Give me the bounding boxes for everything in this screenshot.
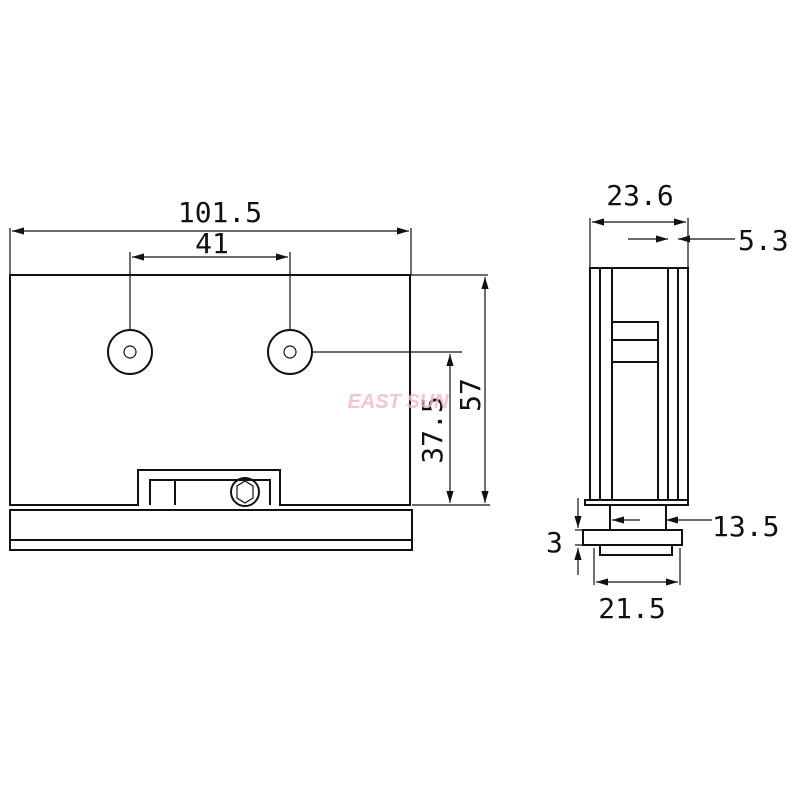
dimension-base-width-label: 21.5 bbox=[598, 592, 665, 625]
side-view: 23.6 5.3 3 13.5 21.5 bbox=[546, 179, 789, 625]
dimension-hole-height-label: 37.5 bbox=[416, 396, 449, 463]
screw-hole-left bbox=[107, 329, 153, 375]
side-body-outline bbox=[589, 267, 689, 501]
side-inner-lines bbox=[599, 268, 679, 500]
dimension-width-label: 101.5 bbox=[178, 196, 262, 229]
dimension-hole-spacing-label: 41 bbox=[195, 227, 229, 260]
bottom-screw bbox=[230, 477, 260, 507]
watermark: EAST SUN bbox=[347, 391, 449, 413]
front-base-bar bbox=[9, 509, 413, 551]
dimension-base-thickness-label: 3 bbox=[546, 526, 563, 559]
dimension-depth-label: 23.6 bbox=[606, 179, 673, 212]
front-plate-outline bbox=[9, 274, 411, 506]
front-view: 101.5 41 37.5 57 EAST SUN bbox=[9, 196, 490, 551]
dimension-gap-label: 5.3 bbox=[738, 224, 789, 257]
notch-detail bbox=[149, 479, 271, 505]
dimension-height-label: 57 bbox=[454, 378, 487, 412]
dimension-neck-label: 13.5 bbox=[712, 510, 779, 543]
screw-hole-right bbox=[267, 329, 313, 375]
